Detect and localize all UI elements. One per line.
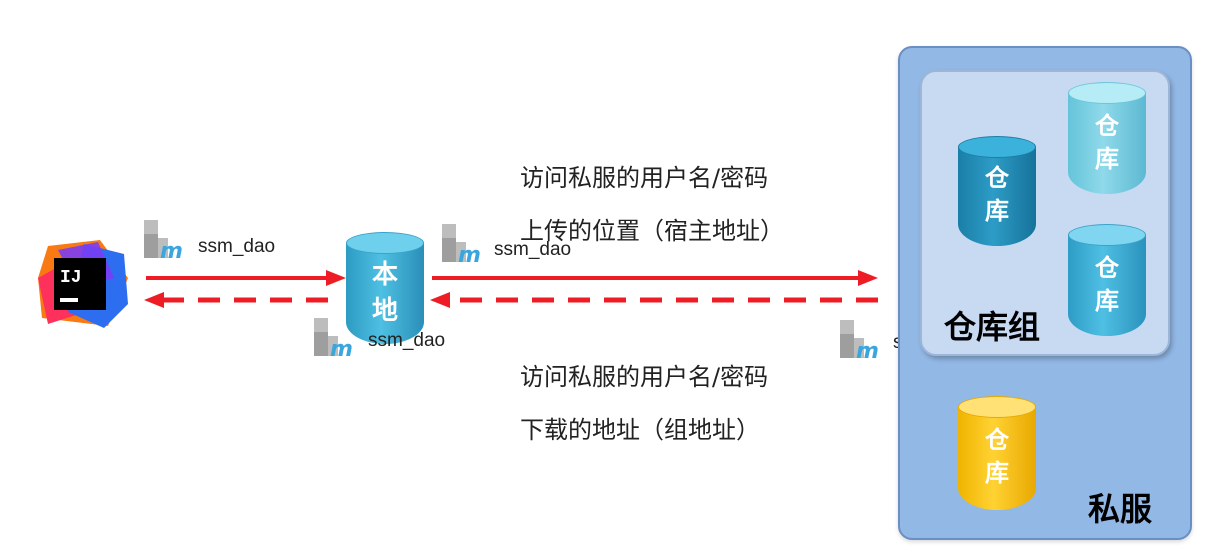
standalone-repo-label-line-2: 库 (985, 459, 1009, 488)
upload-location-caption: 上传的位置（宿主地址） (520, 217, 784, 245)
group-repo-2-label-line-1: 仓 (1095, 112, 1119, 140)
artifact-label-server-download-clipped: s (893, 332, 903, 354)
standalone-repository[interactable]: 仓 库 (958, 396, 1036, 510)
group-repository-1[interactable]: 仓 库 (958, 136, 1036, 246)
artifact-label-server-to-local: ssm_dao (368, 330, 446, 351)
group-repo-3-label-line-1: 仓 (1095, 254, 1119, 282)
group-repo-3-label-line-2: 库 (1095, 287, 1119, 316)
local-repo-label-line-1: 本 (371, 260, 398, 290)
repository-group-label: 仓库组 (944, 308, 1041, 346)
standalone-repo-label-line-1: 仓 (985, 426, 1009, 454)
download-credentials-caption: 访问私服的用户名/密码 (520, 363, 769, 391)
svg-text:m: m (160, 239, 183, 264)
maven-file-icon: m (142, 220, 183, 264)
maven-file-icon: m (838, 320, 879, 364)
group-repository-3[interactable]: 仓 库 (1068, 224, 1146, 336)
maven-file-icon: m (312, 318, 353, 362)
artifact-label-ide-to-local: ssm_dao (198, 236, 276, 257)
svg-text:m: m (458, 243, 481, 268)
upload-credentials-caption: 访问私服的用户名/密码 (520, 164, 769, 192)
maven-file-icon: m (440, 224, 481, 268)
private-server-label: 私服 (1088, 490, 1153, 528)
group-repo-1-label-line-1: 仓 (985, 164, 1009, 192)
artifact-label-local-to-server: ssm_dao (494, 239, 572, 260)
svg-text:m: m (330, 337, 353, 362)
local-repository[interactable]: 本 地 (346, 232, 424, 344)
intellij-idea-icon[interactable]: IJ (38, 238, 130, 330)
group-repository-2[interactable]: 仓 库 (1068, 82, 1146, 194)
local-repo-label-line-2: 地 (371, 295, 398, 326)
svg-text:m: m (856, 339, 879, 364)
group-repo-1-label-line-2: 库 (985, 197, 1009, 226)
group-repo-2-label-line-2: 库 (1095, 145, 1119, 174)
download-location-caption: 下载的地址（组地址） (520, 416, 760, 444)
svg-text:IJ: IJ (60, 268, 82, 288)
